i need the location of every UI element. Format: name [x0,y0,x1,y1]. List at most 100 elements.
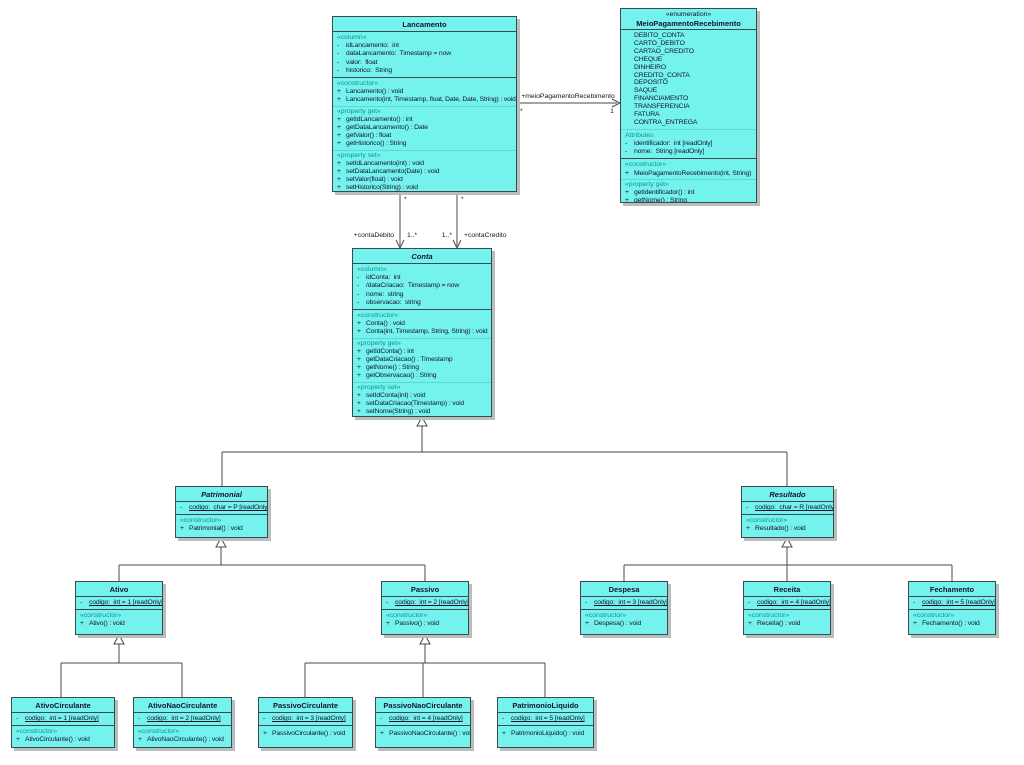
operation: +getIdConta() : int [357,347,414,355]
class-despesa[interactable]: Despesa -codigo: int = 3 [readOnly] «con… [580,581,668,635]
generalization-conta-children[interactable] [221,415,788,486]
operations-compartment: +PassivoCirculante() : void [259,725,352,747]
stereotype-label: «property get» [357,339,401,347]
attribute: -nome: String [readOnly] [625,148,705,156]
operation: +PassivoCirculante() : void [263,730,346,738]
class-title: Patrimonial [201,490,242,499]
edge-mult-label: 1 [610,108,614,115]
operation: +Passivo() : void [386,620,440,628]
class-conta[interactable]: Conta «column» -idConta: int -/dataCriac… [352,248,492,417]
operation: +getIdLancamento() : int [337,115,413,123]
association-lancamento-conta-debito[interactable]: * +contaDebito 1..* [354,192,418,250]
operation: +AtivoCirculante() : void [16,736,90,744]
stereotype-label: «constructor» [180,517,222,525]
property-get-group: «property get» +getIdConta() : int +getD… [353,337,491,381]
attribute: -codigo: int = 4 [readOnly] [748,599,831,606]
operation: +getDataLancamento() : Date [337,124,428,132]
attribute: -nome: string [357,290,404,298]
class-title: Passivo [410,585,440,594]
edge-mult-label: 1..* [407,232,418,239]
class-patrimonial[interactable]: Patrimonial -codigo: char = P [readOnly]… [175,486,268,538]
attributes-compartment: «column» -idLancamento: int -dataLancame… [333,31,516,77]
operation: +setIdLancamento(int) : void [337,159,424,167]
attributes-compartment: -codigo: int = 3 [readOnly] [581,596,667,609]
attributes-compartment: -codigo: int = 4 [readOnly] [744,596,830,609]
class-title: Receita [773,585,801,594]
attribute: -dataLancamento: Timestamp = now [337,50,451,58]
association-lancamento-meiopagamentorecebimento[interactable]: +meioPagamentoRecebimento * 1 [517,93,622,115]
class-title: Ativo [109,585,129,594]
constructor-group: «constructor» +MeioPagamentoRecebimento(… [621,161,756,177]
attribute: -codigo: int = 2 [readOnly] [386,599,469,606]
operation: +AtivoNaoCirculante() : void [138,736,224,744]
class-title: Despesa [608,585,640,594]
class-ativocirculante[interactable]: AtivoCirculante -codigo: int = 1 [readOn… [11,697,115,748]
class-passivocirculante[interactable]: PassivoCirculante -codigo: int = 3 [read… [258,697,353,748]
attribute: -codigo: int = 1 [readOnly] [16,715,99,722]
enum-literal: SAQUE [634,87,658,95]
operation: +getDataCriacao() : Timestamp [357,356,453,364]
class-fechamento[interactable]: Fechamento -codigo: int = 5 [readOnly] «… [908,581,996,635]
operations-compartment: «constructor» +Patrimonial() : void [176,514,267,537]
class-receita[interactable]: Receita -codigo: int = 4 [readOnly] «con… [743,581,831,635]
operation: +Patrimonial() : void [180,525,243,533]
attribute: -historico: String [337,66,393,74]
class-title: Resultado [769,490,806,499]
stereotype-label: «constructor» [337,80,379,88]
class-title: PatrimonioLiquido [512,701,579,710]
stereotype-label: «property set» [337,151,381,159]
class-passivo[interactable]: Passivo -codigo: int = 2 [readOnly] «con… [381,581,469,635]
enum-literal: DINHEIRO [634,63,667,71]
generalization-passivo-children[interactable] [304,633,546,697]
class-resultado[interactable]: Resultado -codigo: char = R [readOnly] «… [741,486,834,538]
class-ativo[interactable]: Ativo -codigo: int = 1 [readOnly] «const… [75,581,163,635]
class-title: PassivoNaoCirculante [383,701,463,710]
class-passivonaocirculante[interactable]: PassivoNaoCirculante -codigo: int = 4 [r… [375,697,471,748]
enum-literal: FATURA [634,111,660,119]
generalization-patrimonial-children[interactable] [118,536,426,581]
operation: +setObservacao(String) : void [353,416,491,417]
class-title: PassivoCirculante [272,701,339,710]
stereotype-label: «column» [357,266,387,273]
edge-mult-label: * [461,196,464,203]
operation: +Fechamento() : void [913,620,980,628]
attribute: -codigo: int = 1 [readOnly] [80,599,163,606]
stereotype-label: «enumeration» [665,11,712,18]
property-set-group: «property set» +setIdLancamento(int) : v… [333,149,516,191]
operation: +setDataLancamento(Date) : void [337,168,440,176]
stereotype-label: «constructor» [585,612,627,620]
operations-compartment: «constructor» +AtivoNaoCirculante() : vo… [134,725,231,747]
operation: +Resultado() : void [746,525,806,533]
class-patrimonioliquido[interactable]: PatrimonioLiquido -codigo: int = 5 [read… [497,697,594,748]
attribute: -codigo: int = 5 [readOnly] [502,715,585,722]
association-lancamento-conta-credito[interactable]: * 1..* +contaCredito [442,192,507,250]
operation: +getNome() : String [625,197,687,203]
operation: +setDataCriacao(Timestamp) : void [357,400,465,408]
operation: +setNome(String) : void [357,408,431,416]
enum-literal: DEBITO_CONTA [634,32,685,39]
attribute: -codigo: int = 4 [readOnly] [380,715,463,722]
operation: +getHistorico() : String [337,140,407,148]
class-ativonaocirculante[interactable]: AtivoNaoCirculante -codigo: int = 2 [rea… [133,697,232,748]
operation: +Despesa() : void [585,620,642,628]
attribute: -codigo: int = 5 [readOnly] [913,599,996,606]
generalization-resultado-children[interactable] [623,536,953,581]
enum-literal: CHEQUE [634,55,663,63]
enumeration-meiopagamentorecebimento[interactable]: «enumeration» MeioPagamentoRecebimento D… [620,8,757,203]
attributes-compartment: -codigo: int = 4 [readOnly] [376,712,470,725]
generalization-ativo-children[interactable] [60,633,183,697]
attributes-compartment: -codigo: int = 5 [readOnly] [909,596,995,609]
operations-compartment: «constructor» +Conta() : void +Conta(int… [353,309,491,417]
enum-literal: CREDITO_CONTA [634,71,690,79]
attribute: -codigo: char = R [readOnly] [746,504,834,511]
property-get-group: «property get» +getIdentificador() : int… [621,178,756,203]
attributes-compartment: Attributes -identificador: int [readOnly… [621,128,756,159]
attribute: -observacao: string [357,298,421,306]
operation: +Conta(int, Timestamp, String, String) :… [357,328,488,336]
class-title: «enumeration» MeioPagamentoRecebimento [621,9,756,29]
class-lancamento[interactable]: Lancamento «column» -idLancamento: int -… [332,16,517,192]
operations-compartment: «constructor» +Passivo() : void [382,609,468,634]
attribute: -idLancamento: int [337,42,399,50]
